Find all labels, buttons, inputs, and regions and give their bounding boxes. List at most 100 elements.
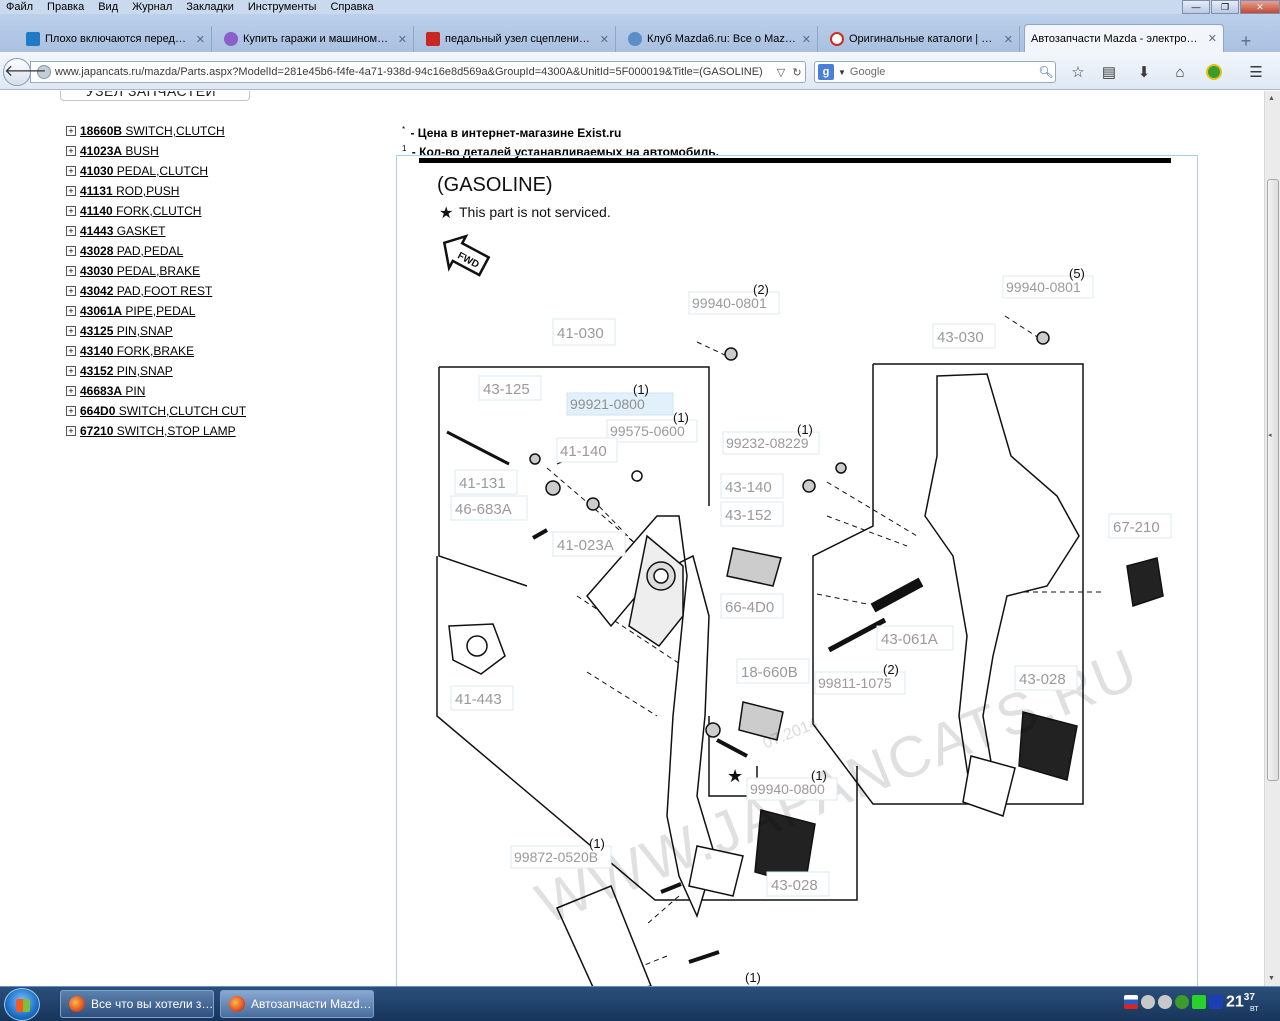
- expand-icon[interactable]: +: [66, 186, 76, 196]
- expand-icon[interactable]: +: [66, 426, 76, 436]
- antivirus-icon[interactable]: [1175, 995, 1189, 1009]
- part-link[interactable]: 43152 PIN,SNAP: [80, 364, 173, 378]
- scrollbar-thumb[interactable]: [1267, 179, 1279, 781]
- clock[interactable]: 2137 ВТ: [1226, 992, 1259, 1013]
- label-43-125[interactable]: 43-125: [483, 381, 530, 398]
- part-link[interactable]: 664D0 SWITCH,CLUTCH CUT: [80, 404, 247, 418]
- expand-icon[interactable]: +: [66, 126, 76, 136]
- part-link[interactable]: 67210 SWITCH,STOP LAMP: [80, 424, 236, 438]
- taskbar-task-0[interactable]: Все что вы хотели з…: [60, 990, 214, 1018]
- part-link[interactable]: 43030 PEDAL,BRAKE: [80, 264, 201, 278]
- part-link[interactable]: 43125 PIN,SNAP: [80, 324, 173, 338]
- label-41-140[interactable]: 41-140: [560, 443, 607, 460]
- tab-close-icon[interactable]: ✕: [195, 33, 205, 46]
- expand-icon[interactable]: +: [66, 146, 76, 156]
- reload-icon[interactable]: ↻: [792, 66, 802, 79]
- tab-0[interactable]: Плохо включаются перед… ✕: [20, 26, 212, 52]
- media-play-icon[interactable]: [1209, 995, 1223, 1009]
- bookmarks-list-icon[interactable]: ▤: [1101, 64, 1117, 81]
- tab-close-icon[interactable]: ✕: [599, 33, 609, 46]
- expand-icon[interactable]: +: [66, 166, 76, 176]
- addon-icon[interactable]: [1204, 64, 1224, 82]
- google-icon[interactable]: g: [818, 64, 834, 80]
- maximize-button[interactable]: ❐: [1211, 0, 1239, 14]
- tab-3[interactable]: Клуб Mazda6.ru: Все о Maz… ✕: [622, 26, 818, 52]
- part-link[interactable]: 43042 PAD,FOOT REST: [80, 284, 213, 298]
- scroll-down-icon[interactable]: ▼: [1268, 975, 1275, 982]
- label-99940-0800[interactable]: 99940-0800: [750, 781, 825, 797]
- menu-edit[interactable]: Правка: [47, 1, 85, 13]
- label-43-030[interactable]: 43-030: [937, 329, 984, 346]
- expand-icon[interactable]: +: [66, 286, 76, 296]
- part-link[interactable]: 41131 ROD,PUSH: [80, 184, 180, 198]
- part-link[interactable]: 43140 FORK,BRAKE: [80, 344, 195, 358]
- tab-4[interactable]: Оригинальные каталоги | … ✕: [824, 26, 1020, 52]
- label-41-131[interactable]: 41-131: [459, 475, 506, 492]
- url-bar[interactable]: www.japancats.ru/mazda/Parts.aspx?ModelI…: [30, 61, 806, 83]
- bookmark-star-icon[interactable]: ☆: [1071, 64, 1085, 81]
- tab-5-active[interactable]: Автозапчасти Mazda - электро… ✕: [1024, 24, 1224, 52]
- label-43-061A[interactable]: 43-061A: [881, 631, 938, 648]
- menu-file[interactable]: Файл: [6, 1, 34, 13]
- label-99232-08229[interactable]: 99232-08229: [726, 435, 809, 451]
- tab-close-icon[interactable]: ✕: [397, 33, 407, 46]
- label-99940-0801-b[interactable]: 99940-0801: [1006, 279, 1081, 295]
- menu-view[interactable]: Вид: [98, 1, 119, 13]
- part-link[interactable]: 41140 FORK,CLUTCH: [80, 204, 202, 218]
- dropdown-arrow-icon[interactable]: ▽: [776, 66, 786, 79]
- part-link[interactable]: 43028 PAD,PEDAL: [80, 244, 184, 258]
- expand-icon[interactable]: +: [66, 326, 76, 336]
- expand-icon[interactable]: +: [66, 346, 76, 356]
- expand-icon[interactable]: +: [66, 246, 76, 256]
- part-link[interactable]: 41030 PEDAL,CLUTCH: [80, 164, 209, 178]
- vertical-scrollbar[interactable]: ▲ ◂ ▼: [1264, 91, 1280, 986]
- label-99872-0520B[interactable]: 99872-0520B: [514, 849, 598, 865]
- part-link[interactable]: 41443 GASKET: [80, 224, 166, 238]
- tray-green-icon[interactable]: [1192, 995, 1206, 1009]
- taskbar-task-1[interactable]: Автозапчасти Mazd…: [220, 990, 374, 1018]
- expand-icon[interactable]: +: [66, 266, 76, 276]
- label-41-443[interactable]: 41-443: [455, 691, 502, 708]
- tab-1[interactable]: Купить гаражи и машином… ✕: [218, 26, 414, 52]
- part-link[interactable]: 41023A BUSH: [80, 144, 159, 158]
- search-input[interactable]: Google: [849, 66, 886, 78]
- home-icon[interactable]: ⌂: [1175, 64, 1185, 81]
- label-41-030[interactable]: 41-030: [557, 325, 604, 342]
- minimize-button[interactable]: —: [1182, 0, 1210, 14]
- menu-history[interactable]: Журнал: [132, 1, 173, 13]
- new-tab-button[interactable]: +: [1240, 31, 1252, 51]
- close-window-button[interactable]: ✕: [1240, 0, 1280, 14]
- download-icon[interactable]: ⬇: [1137, 64, 1151, 81]
- search-bar[interactable]: g ▼ Google 🔍︎: [814, 61, 1056, 83]
- tab-close-icon[interactable]: ✕: [1207, 33, 1217, 45]
- label-43-152[interactable]: 43-152: [725, 507, 772, 524]
- start-button[interactable]: [4, 988, 40, 1021]
- menu-tools[interactable]: Инструменты: [247, 1, 317, 13]
- tray-app-icon[interactable]: [1158, 995, 1172, 1009]
- label-67-210[interactable]: 67-210: [1113, 519, 1160, 536]
- url-text[interactable]: www.japancats.ru/mazda/Parts.aspx?ModelI…: [55, 66, 763, 78]
- part-link[interactable]: 46683A PIN: [80, 384, 146, 398]
- label-66-4D0[interactable]: 66-4D0: [725, 599, 774, 616]
- part-link[interactable]: 18660B SWITCH,CLUTCH: [80, 124, 225, 138]
- label-43-028-b[interactable]: 43-028: [1019, 671, 1066, 688]
- label-99811-1075[interactable]: 99811-1075: [818, 675, 892, 691]
- label-41-023A[interactable]: 41-023A: [557, 537, 614, 554]
- chevron-down-icon[interactable]: ▼: [838, 67, 846, 77]
- back-button[interactable]: 🡐: [3, 58, 47, 86]
- menu-hamburger-icon[interactable]: ☰: [1249, 64, 1263, 81]
- label-43-028-a[interactable]: 43-028: [771, 877, 818, 894]
- tab-close-icon[interactable]: ✕: [801, 33, 811, 46]
- network-icon[interactable]: [1141, 995, 1155, 1009]
- menu-bookmarks[interactable]: Закладки: [186, 1, 234, 13]
- language-flag-icon[interactable]: [1124, 995, 1138, 1009]
- part-link[interactable]: 43061A PIPE,PEDAL: [80, 304, 196, 318]
- search-icon[interactable]: 🔍︎: [1038, 65, 1054, 79]
- expand-icon[interactable]: +: [66, 306, 76, 316]
- label-99575-0600[interactable]: 99575-0600: [610, 423, 685, 439]
- expand-icon[interactable]: +: [66, 226, 76, 236]
- expand-icon[interactable]: +: [66, 406, 76, 416]
- label-18-660B[interactable]: 18-660B: [741, 664, 798, 681]
- label-46-683A[interactable]: 46-683A: [455, 501, 512, 518]
- label-99921-0800[interactable]: 99921-0800: [570, 396, 645, 412]
